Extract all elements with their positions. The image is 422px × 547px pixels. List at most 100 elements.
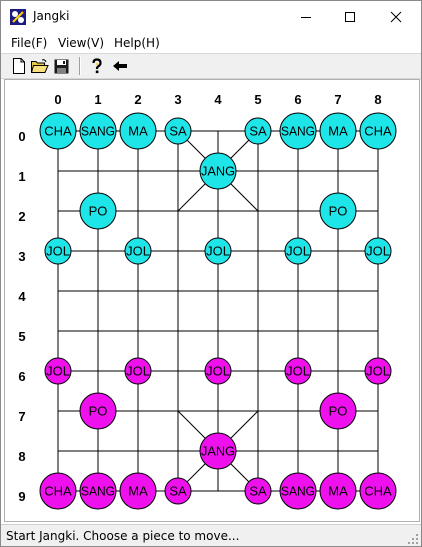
piece-label: SANG xyxy=(81,484,115,499)
piece-label: SANG xyxy=(81,124,115,139)
piece-blue-jol[interactable]: JOL xyxy=(45,238,71,264)
piece-label: CHA xyxy=(44,484,72,499)
window-title: Jangki xyxy=(33,9,69,23)
menu-help[interactable]: Help(H) xyxy=(114,36,160,50)
piece-blue-cha[interactable]: CHA xyxy=(40,113,76,149)
piece-label: PO xyxy=(89,204,108,219)
piece-blue-sa[interactable]: SA xyxy=(165,118,191,144)
piece-blue-jol[interactable]: JOL xyxy=(365,238,391,264)
piece-blue-po[interactable]: PO xyxy=(80,193,116,229)
piece-red-jol[interactable]: JOL xyxy=(205,358,231,384)
piece-red-jol[interactable]: JOL xyxy=(125,358,151,384)
open-button[interactable] xyxy=(31,57,49,75)
status-message: Start Jangki. Choose a piece to move... xyxy=(6,529,239,543)
open-folder-icon xyxy=(31,59,49,74)
piece-red-cha[interactable]: CHA xyxy=(360,473,396,509)
piece-red-ma[interactable]: MA xyxy=(120,473,156,509)
status-bar: Start Jangki. Choose a piece to move... xyxy=(1,524,421,547)
piece-label: JOL xyxy=(366,364,390,379)
jangki-app-icon[interactable] xyxy=(10,9,26,25)
piece-label: CHA xyxy=(364,484,392,499)
column-label: 6 xyxy=(294,92,301,107)
row-label: 2 xyxy=(18,209,25,224)
piece-label: MA xyxy=(128,484,148,499)
piece-red-sang[interactable]: SANG xyxy=(80,473,116,509)
piece-blue-jol[interactable]: JOL xyxy=(125,238,151,264)
row-label: 1 xyxy=(18,169,25,184)
new-button[interactable] xyxy=(10,57,28,75)
close-button[interactable] xyxy=(373,1,419,33)
row-label: 7 xyxy=(18,409,25,424)
title-bar[interactable]: Jangki xyxy=(1,1,421,33)
help-button[interactable] xyxy=(88,57,106,75)
piece-blue-sa[interactable]: SA xyxy=(245,118,271,144)
piece-red-jol[interactable]: JOL xyxy=(365,358,391,384)
piece-label: PO xyxy=(329,404,348,419)
piece-blue-cha[interactable]: CHA xyxy=(360,113,396,149)
piece-red-jol[interactable]: JOL xyxy=(285,358,311,384)
row-label: 6 xyxy=(18,369,25,384)
piece-blue-sang[interactable]: SANG xyxy=(280,113,316,149)
menu-view[interactable]: View(V) xyxy=(58,36,104,50)
maximize-button[interactable] xyxy=(327,1,373,33)
column-label: 7 xyxy=(334,92,341,107)
piece-label: JANG xyxy=(201,164,235,179)
piece-label: JOL xyxy=(366,244,390,259)
piece-label: SANG xyxy=(281,124,315,139)
row-label: 9 xyxy=(18,489,25,504)
column-label: 3 xyxy=(174,92,181,107)
piece-label: JOL xyxy=(46,364,70,379)
piece-red-ma[interactable]: MA xyxy=(320,473,356,509)
menu-bar: File(F) View(V) Help(H) xyxy=(1,33,421,53)
piece-label: JOL xyxy=(286,244,310,259)
toolbar-separator xyxy=(79,57,81,75)
menu-file[interactable]: File(F) xyxy=(11,36,47,50)
piece-red-po[interactable]: PO xyxy=(80,393,116,429)
piece-red-jang[interactable]: JANG xyxy=(200,433,236,469)
piece-label: SA xyxy=(249,484,267,499)
piece-blue-po[interactable]: PO xyxy=(320,193,356,229)
column-label: 2 xyxy=(134,92,141,107)
column-label: 4 xyxy=(214,92,222,107)
piece-label: SA xyxy=(169,124,187,139)
piece-label: CHA xyxy=(44,124,72,139)
piece-label: SA xyxy=(249,124,267,139)
piece-label: PO xyxy=(89,404,108,419)
toolbar xyxy=(1,53,421,79)
row-label: 4 xyxy=(18,289,26,304)
piece-blue-jang[interactable]: JANG xyxy=(200,153,236,189)
piece-label: MA xyxy=(128,124,148,139)
piece-red-sang[interactable]: SANG xyxy=(280,473,316,509)
row-label: 0 xyxy=(18,129,25,144)
piece-label: JOL xyxy=(126,244,150,259)
resize-grip-icon[interactable] xyxy=(407,533,419,545)
piece-label: CHA xyxy=(364,124,392,139)
arrow-left-icon xyxy=(112,60,128,72)
piece-red-sa[interactable]: SA xyxy=(165,478,191,504)
piece-blue-ma[interactable]: MA xyxy=(120,113,156,149)
piece-blue-jol[interactable]: JOL xyxy=(205,238,231,264)
piece-red-cha[interactable]: CHA xyxy=(40,473,76,509)
piece-label: JOL xyxy=(206,244,230,259)
piece-red-sa[interactable]: SA xyxy=(245,478,271,504)
piece-blue-ma[interactable]: MA xyxy=(320,113,356,149)
column-label: 0 xyxy=(54,92,61,107)
back-button[interactable] xyxy=(111,57,129,75)
piece-blue-jol[interactable]: JOL xyxy=(285,238,311,264)
row-label: 5 xyxy=(18,329,25,344)
piece-label: MA xyxy=(328,484,348,499)
maximize-icon xyxy=(344,11,356,23)
piece-label: JOL xyxy=(286,364,310,379)
piece-label: JOL xyxy=(126,364,150,379)
minimize-button[interactable] xyxy=(283,1,329,33)
column-label: 5 xyxy=(254,92,261,107)
piece-red-jol[interactable]: JOL xyxy=(45,358,71,384)
piece-red-po[interactable]: PO xyxy=(320,393,356,429)
question-mark-icon xyxy=(91,58,103,74)
piece-blue-sang[interactable]: SANG xyxy=(80,113,116,149)
save-button[interactable] xyxy=(52,57,70,75)
row-label: 8 xyxy=(18,449,25,464)
